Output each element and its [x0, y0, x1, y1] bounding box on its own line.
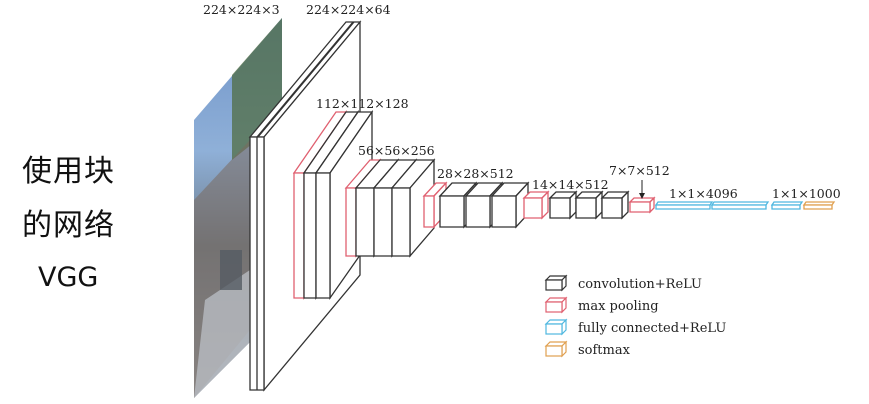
legend-swatch-fc	[544, 318, 568, 336]
label-conv5-dim: 14×14×512	[532, 177, 609, 192]
label-fc-dim: 1×1×4096	[669, 186, 738, 201]
label-pool5-dim: 7×7×512	[609, 163, 670, 178]
label-conv4-dim: 28×28×512	[437, 166, 514, 181]
legend-swatch-conv	[544, 274, 568, 292]
conv-block-4	[422, 181, 530, 229]
input-image	[194, 18, 282, 398]
label-softmax-dim: 1×1×1000	[772, 186, 841, 201]
label-conv2-dim: 112×112×128	[316, 96, 409, 111]
conv-block-3	[344, 158, 436, 258]
legend-label-pool: max pooling	[578, 299, 659, 314]
legend-label-fc: fully connected+ReLU	[578, 321, 726, 336]
label-conv3-dim: 56×56×256	[358, 143, 435, 158]
conv-block-5	[522, 190, 630, 220]
title-line-1: 使用块	[22, 154, 115, 189]
legend-swatch-pool	[544, 296, 568, 314]
legend-label-softmax: softmax	[578, 343, 631, 358]
label-input-dim: 224×224×3	[203, 2, 280, 17]
title-line-3: VGG	[38, 262, 99, 293]
label-conv1-dim: 224×224×64	[306, 2, 391, 17]
legend: convolution+ReLU max pooling fully conne…	[544, 274, 726, 358]
fc-layers	[654, 201, 804, 210]
pool-5	[628, 180, 656, 214]
title-line-2: 的网络	[22, 208, 115, 243]
legend-swatch-softmax	[544, 340, 568, 358]
softmax-layer	[802, 201, 836, 210]
legend-label-conv: convolution+ReLU	[578, 277, 702, 292]
